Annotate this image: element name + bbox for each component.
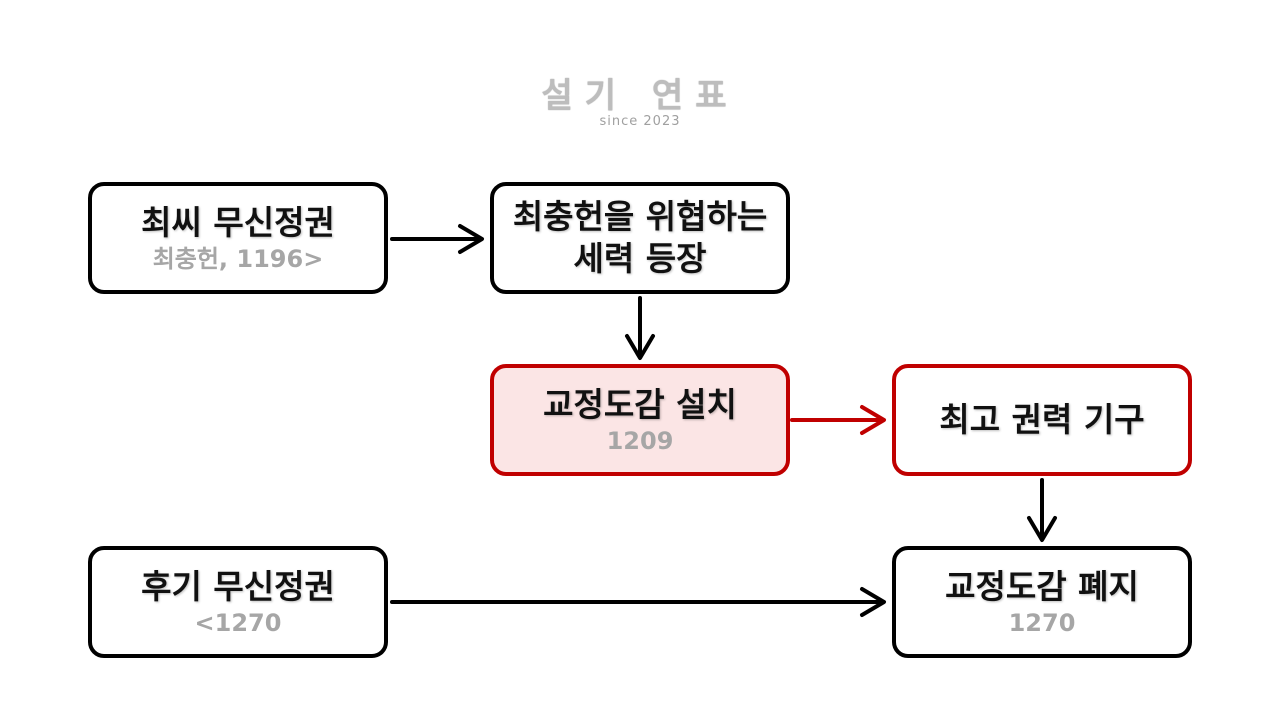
arrow-regime-to-threat [390, 224, 484, 254]
box-title: 최씨 무신정권 [141, 203, 335, 242]
arrow-supreme-to-abolish [1027, 478, 1057, 542]
arrow-setup-to-supreme [790, 405, 886, 435]
logo-subtitle: since 2023 [599, 114, 681, 129]
box-late-regime: 후기 무신정권 <1270 [88, 546, 388, 658]
box-subtitle: <1270 [194, 609, 282, 637]
box-subtitle: 1270 [1008, 609, 1076, 637]
box-gyojeong-setup: 교정도감 설치 1209 [490, 364, 790, 476]
box-title-line2: 세력 등장 [573, 239, 707, 278]
logo: 설기 연표 since 2023 [540, 76, 740, 130]
arrow-threat-to-setup [625, 296, 655, 360]
box-gyojeong-abolish: 교정도감 폐지 1270 [892, 546, 1192, 658]
box-title: 최고 권력 기구 [939, 400, 1145, 439]
box-title: 교정도감 설치 [543, 385, 737, 424]
arrow-late-to-abolish [390, 587, 886, 617]
logo-title: 설기 연표 [541, 76, 739, 116]
box-subtitle: 최충헌, 1196> [152, 245, 324, 273]
box-title: 교정도감 폐지 [945, 567, 1139, 606]
box-title-line1: 최충헌을 위협하는 [512, 197, 768, 236]
box-supreme-organ: 최고 권력 기구 [892, 364, 1192, 476]
box-title: 후기 무신정권 [141, 567, 335, 606]
box-subtitle: 1209 [606, 427, 674, 455]
box-threat: 최충헌을 위협하는 세력 등장 [490, 182, 790, 294]
box-choe-regime: 최씨 무신정권 최충헌, 1196> [88, 182, 388, 294]
